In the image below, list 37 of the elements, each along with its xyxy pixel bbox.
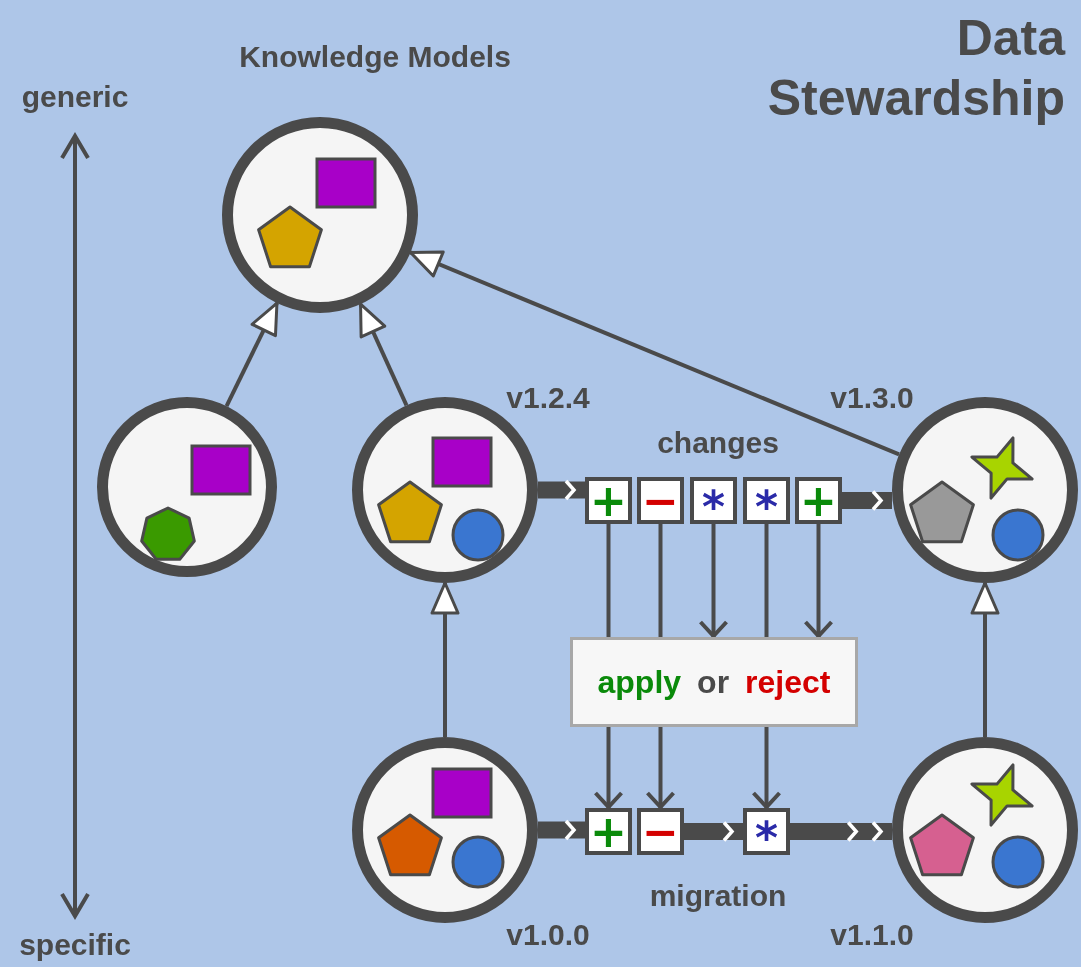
flow-bar bbox=[538, 819, 585, 841]
arrow bbox=[970, 581, 1000, 737]
version-label: v1.2.4 bbox=[506, 383, 590, 413]
decision-text: reject bbox=[745, 666, 831, 698]
change-symbol: − bbox=[642, 809, 679, 854]
axis-label: migration bbox=[649, 881, 787, 911]
version-label: v1.1.0 bbox=[830, 920, 914, 950]
change-symbol: + bbox=[800, 478, 837, 523]
change-symbol: + bbox=[590, 809, 627, 854]
arrow bbox=[803, 524, 834, 638]
axis-label: generic bbox=[21, 82, 129, 112]
arrow bbox=[645, 727, 676, 809]
arrow bbox=[751, 727, 782, 809]
decision-box bbox=[570, 637, 858, 727]
change-symbol: * bbox=[755, 815, 778, 860]
arrow bbox=[430, 581, 460, 737]
axis-label: changes bbox=[657, 428, 779, 458]
flow-bar bbox=[790, 821, 892, 842]
change-symbol: * bbox=[702, 484, 725, 529]
change-symbol: − bbox=[642, 478, 679, 523]
change-symbol: + bbox=[590, 478, 627, 523]
decision-text: or bbox=[697, 666, 730, 698]
change-box bbox=[743, 808, 790, 855]
version-label: v1.3.0 bbox=[830, 383, 914, 413]
decision-text: apply bbox=[597, 666, 682, 698]
change-symbol: * bbox=[755, 484, 778, 529]
arrow bbox=[698, 524, 729, 638]
change-box bbox=[743, 477, 790, 524]
change-box bbox=[690, 477, 737, 524]
axis-label: specific bbox=[19, 930, 131, 960]
version-label: v1.0.0 bbox=[506, 920, 590, 950]
heading: Knowledge Models bbox=[239, 42, 511, 72]
arrow bbox=[593, 727, 624, 809]
flow-bar bbox=[684, 820, 743, 843]
flow-bar bbox=[538, 479, 585, 501]
title: Data Stewardship bbox=[766, 9, 1065, 128]
flow-bar bbox=[842, 489, 892, 512]
